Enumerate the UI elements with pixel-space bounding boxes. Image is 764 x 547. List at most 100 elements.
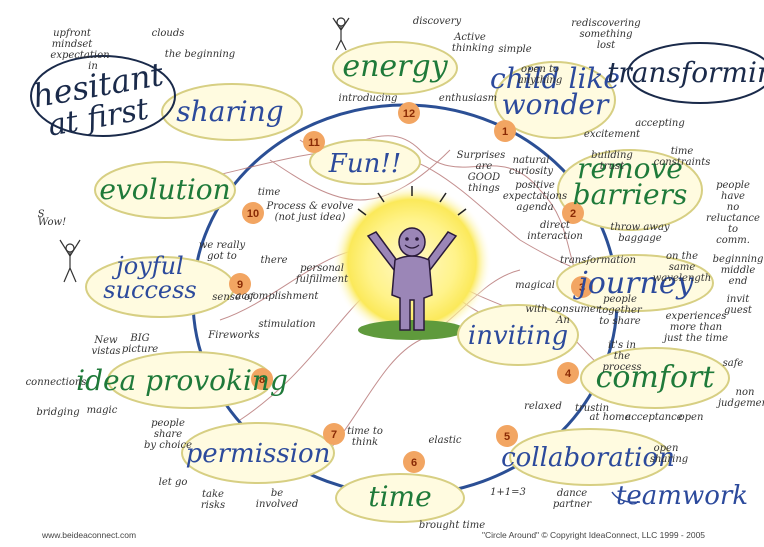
note-text: time [671,146,694,157]
number-text: 7 [331,429,337,441]
stage-ovals [30,41,764,523]
center-fun-label: Fun!! [328,149,401,179]
note-text: discovery [413,16,462,27]
note-text: risks [201,500,225,511]
number-text: 2 [570,208,576,220]
note-text: dance [557,488,587,499]
number-text: 1 [502,126,508,138]
teamwork-label: teamwork [616,481,748,511]
transforming-label: transforming [607,56,764,89]
note-text: think [352,437,378,448]
note-text: got to [207,251,237,262]
oval-permission [181,422,335,484]
note-text: no [727,202,739,213]
stage-label-11: sharing [176,95,283,128]
note-text: introducing [339,93,398,104]
note-text: comm. [716,235,750,246]
number-text: 4 [565,368,572,380]
note-text: non [736,387,755,398]
clock-number-3: 3 [571,276,593,298]
note-text: relaxed [524,401,562,412]
note-text: accepting [635,118,685,129]
number-text: 12 [403,108,415,120]
note-text: invit [727,294,750,305]
note-text: Fireworks [207,330,259,341]
note-text: on the [666,251,698,262]
oval-comfort [580,347,730,409]
note-text: S [38,209,45,220]
note-text: partner [553,499,593,510]
number-circle [494,120,516,142]
oval-journey [556,254,714,312]
note-text: people [151,418,185,429]
note-text: time to [347,426,383,437]
oval-hesitant [30,55,176,137]
note-text: experiences [666,311,727,322]
number-text: 5 [504,431,510,443]
note-text: acceptance [625,412,683,423]
clock-number-11: 11 [303,131,325,153]
note-text: 1+1=3 [490,487,526,498]
teamwork-tick [611,491,641,504]
note-text: have [721,191,745,202]
number-circle [398,102,420,124]
note-text: Surprises [457,150,506,161]
note-text: we really [199,240,246,251]
note-text: open to [521,64,559,75]
note-text: involved [256,499,298,510]
tiny-figure-left [59,239,81,283]
number-text: 10 [247,208,259,220]
note-text: constraints [654,157,711,168]
note-text: Wow! [38,217,66,228]
note-text: to share [599,316,641,327]
note-text: Active [453,32,486,43]
stage-label-6: time [368,480,431,513]
note-text: agenda [516,202,553,213]
oval-transforming [627,42,764,104]
oval-wonder [494,61,616,139]
note-text: enthusiasm [439,93,497,104]
stage-label-7: permission [186,439,331,469]
note-text: the beginning [165,49,235,60]
note-text: something [579,29,632,40]
note-text: are [476,161,493,172]
note-text: wavelength [653,273,712,284]
stage-label-line: energy [342,49,448,84]
oval-fun [309,139,421,185]
note-text: things [468,183,500,194]
stage-label-12: energy [342,49,448,84]
clock-number-12: 12 [398,102,420,124]
stage-label-line: comfort [596,360,716,395]
clock-number-8: 8 [251,368,273,390]
number-circle [496,425,518,447]
note-text: connections [26,377,87,388]
note-text: transformation [560,255,636,266]
footer-website[interactable]: www.beideaconnect.com [42,530,137,540]
number-circle [557,362,579,384]
note-text: New [93,335,118,346]
note-text: natural [513,155,550,166]
number-circle [229,273,251,295]
note-text: bridging [36,407,79,418]
oval-inviting [457,304,579,366]
stage-label-line: barriers [573,178,688,211]
number-circle [251,368,273,390]
note-text: fulfillment [295,274,349,285]
note-text: people [603,294,637,305]
note-text: magic [87,405,118,416]
note-text: picture [122,344,158,355]
note-text: BIG [129,333,149,344]
number-circle [403,451,425,473]
note-text: excitement [584,129,641,140]
note-text: personal [300,263,344,274]
clock-number-5: 5 [496,425,518,447]
note-text: simple [498,44,531,55]
note-text: in [88,61,98,72]
